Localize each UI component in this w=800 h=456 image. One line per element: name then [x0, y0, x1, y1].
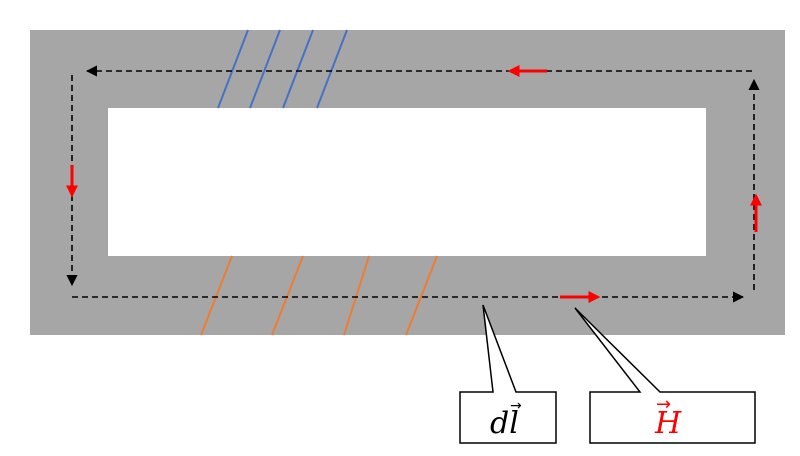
dl-callout: dl → — [459, 304, 557, 444]
secondary-winding — [200, 255, 438, 336]
core-window — [108, 108, 706, 256]
h-vector-mark: → — [656, 394, 671, 415]
dl-vector-mark: → — [510, 398, 522, 414]
dl-label: dl — [490, 406, 519, 441]
primary-winding — [217, 29, 348, 109]
h-callout: H → — [574, 307, 756, 444]
integration-path — [66, 65, 760, 303]
h-label: H — [654, 406, 682, 441]
field-arrows — [66, 65, 762, 303]
